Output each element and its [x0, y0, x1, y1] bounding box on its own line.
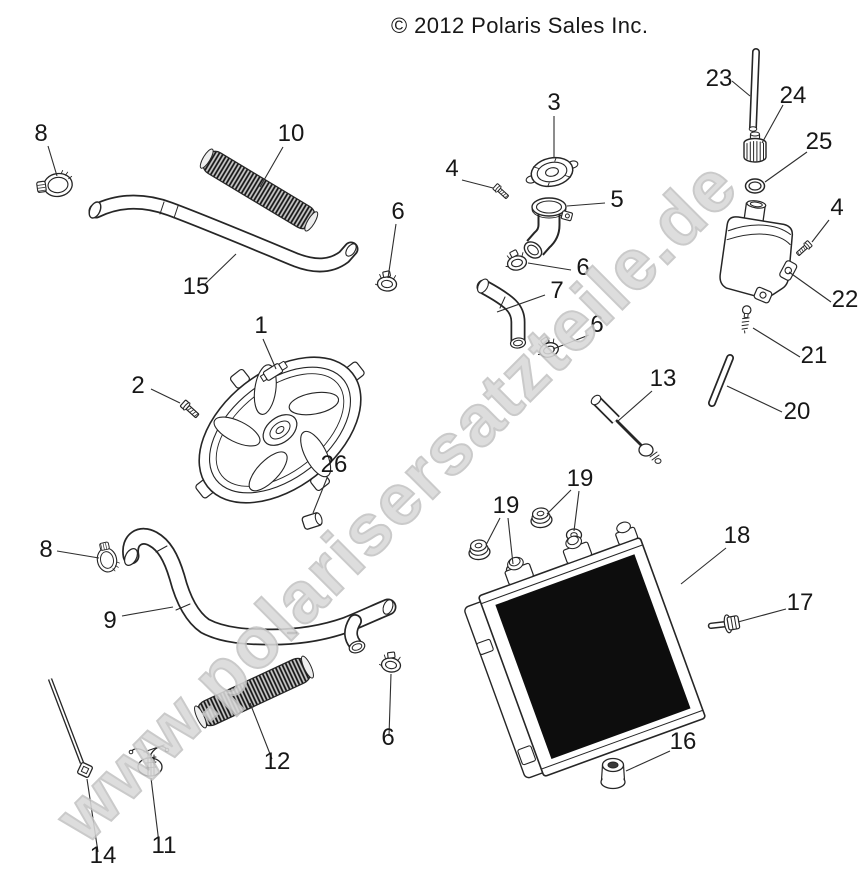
part-hose-clamp-6d [377, 649, 403, 674]
callout-13: 13 [617, 365, 677, 422]
callout-16: 16 [625, 728, 697, 772]
callout-label: 21 [801, 342, 828, 369]
callout-label: 14 [90, 842, 117, 869]
part-hose-clamp-6a [502, 247, 529, 273]
callout-label: 20 [784, 398, 811, 425]
callout-label: 4 [445, 155, 458, 182]
callout-label: 18 [724, 522, 751, 549]
part-radiator [464, 521, 706, 779]
callout-6c: 6 [387, 198, 405, 279]
callout-12: 12 [249, 702, 291, 775]
part-corrugated-sleeve-lower [194, 655, 314, 729]
callout-25: 25 [764, 128, 833, 183]
part-lower-coolant-hose [122, 527, 397, 654]
part-grommet-19b [528, 505, 554, 530]
callout-label: 6 [381, 724, 394, 751]
callout-label: 19 [567, 465, 594, 492]
callout-label: 6 [576, 254, 589, 281]
callout-label: 8 [39, 536, 52, 563]
callout-label: 3 [547, 89, 560, 116]
callout-label: 22 [832, 286, 859, 313]
part-knurled-cap [743, 131, 767, 163]
callout-8b: 8 [39, 536, 100, 563]
copyright-notice: © 2012 Polaris Sales Inc. [391, 13, 649, 38]
callout-8a: 8 [34, 120, 58, 177]
callout-label: 25 [806, 128, 833, 155]
callout-7: 7 [496, 277, 564, 313]
callout-21: 21 [752, 327, 828, 369]
part-corrugated-sleeve-upper [199, 148, 319, 232]
callout-label: 26 [321, 451, 348, 478]
part-overflow-tube [748, 48, 760, 132]
callout-2: 2 [131, 372, 181, 404]
part-hose-clamp-8a [34, 168, 75, 200]
callout-23: 23 [706, 65, 751, 97]
callout-5: 5 [566, 186, 624, 213]
part-hose-clamp-6c [374, 269, 399, 293]
part-elbow-hose [476, 278, 527, 349]
callout-15: 15 [183, 253, 237, 300]
part-plug-bushing [600, 757, 626, 790]
callout-label: 6 [590, 311, 603, 338]
callout-6b: 6 [552, 311, 604, 350]
callout-label: 6 [391, 198, 404, 225]
callout-26: 26 [312, 451, 348, 514]
part-cable-tie [47, 678, 93, 778]
callout-19b: 19 [546, 465, 594, 532]
callout-17: 17 [737, 589, 814, 623]
callout-label: 5 [610, 186, 623, 213]
part-bolt-2 [179, 398, 202, 421]
callout-14: 14 [86, 778, 117, 869]
part-seal-washer [744, 178, 766, 194]
callout-6d: 6 [381, 673, 395, 751]
part-reservoir-tank [719, 200, 798, 304]
callout-18: 18 [680, 522, 751, 585]
callout-19a: 19 [485, 492, 520, 565]
callout-label: 16 [670, 728, 697, 755]
part-cooling-fan [195, 356, 365, 504]
callout-6a: 6 [527, 254, 590, 281]
part-flange-bolt [707, 614, 741, 634]
part-bolt-4b [794, 239, 814, 258]
callout-label: 1 [254, 312, 267, 339]
callout-label: 7 [550, 277, 563, 304]
part-pressure-cap [525, 156, 579, 188]
callout-20: 20 [726, 385, 811, 425]
callout-4a: 4 [445, 155, 494, 189]
callout-label: 23 [706, 65, 733, 92]
part-fan-connector [259, 360, 288, 382]
callout-24: 24 [761, 82, 807, 144]
callout-1: 1 [254, 312, 277, 370]
callout-3: 3 [547, 89, 561, 158]
callout-label: 17 [787, 589, 814, 616]
callout-10: 10 [259, 120, 305, 188]
radiator-core [495, 554, 691, 760]
callout-11: 11 [150, 777, 177, 859]
part-temp-sensor [590, 394, 662, 464]
callout-label: 10 [278, 120, 305, 147]
callout-label: 8 [34, 120, 47, 147]
callout-label: 11 [152, 832, 177, 859]
callout-4b: 4 [811, 194, 844, 243]
part-hose-clamp-8b [93, 539, 122, 575]
callout-label: 12 [264, 748, 291, 775]
callout-label: 9 [103, 607, 116, 634]
part-filler-neck-housing [523, 197, 573, 259]
callout-label: 15 [183, 273, 210, 300]
callout-label: 19 [493, 492, 520, 519]
callout-label: 13 [650, 365, 677, 392]
callout-9: 9 [103, 606, 174, 634]
callouts-layer: 1 2 3 4 5 6 7 6 6 8 10 15 23 24 25 4 22 … [34, 65, 858, 869]
callout-22: 22 [788, 271, 859, 313]
part-spring-clamp [128, 744, 170, 777]
part-vent-tube [708, 354, 734, 407]
part-upper-coolant-hose [88, 194, 359, 273]
part-screw [741, 305, 752, 334]
callout-label: 24 [780, 82, 807, 109]
part-bolt-4a [491, 182, 511, 201]
callout-label: 4 [830, 194, 843, 221]
part-small-cap [301, 512, 323, 530]
callout-label: 2 [131, 372, 144, 399]
